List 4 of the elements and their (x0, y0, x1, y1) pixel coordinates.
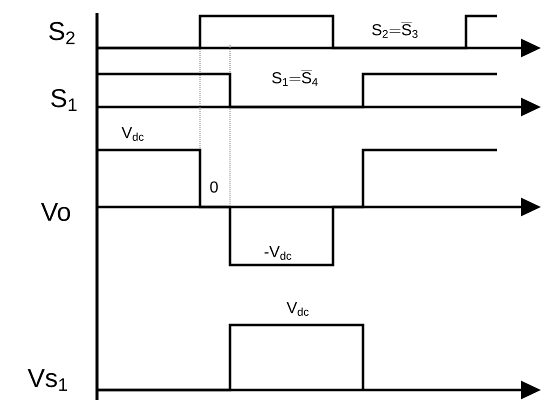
signal-label: Vo (40, 202, 70, 222)
signal-label: S$_{2}$ (49, 22, 75, 44)
signal-label: S$_{1}$ (51, 88, 77, 111)
signal-label: Vs$_{1}$ (28, 369, 68, 391)
